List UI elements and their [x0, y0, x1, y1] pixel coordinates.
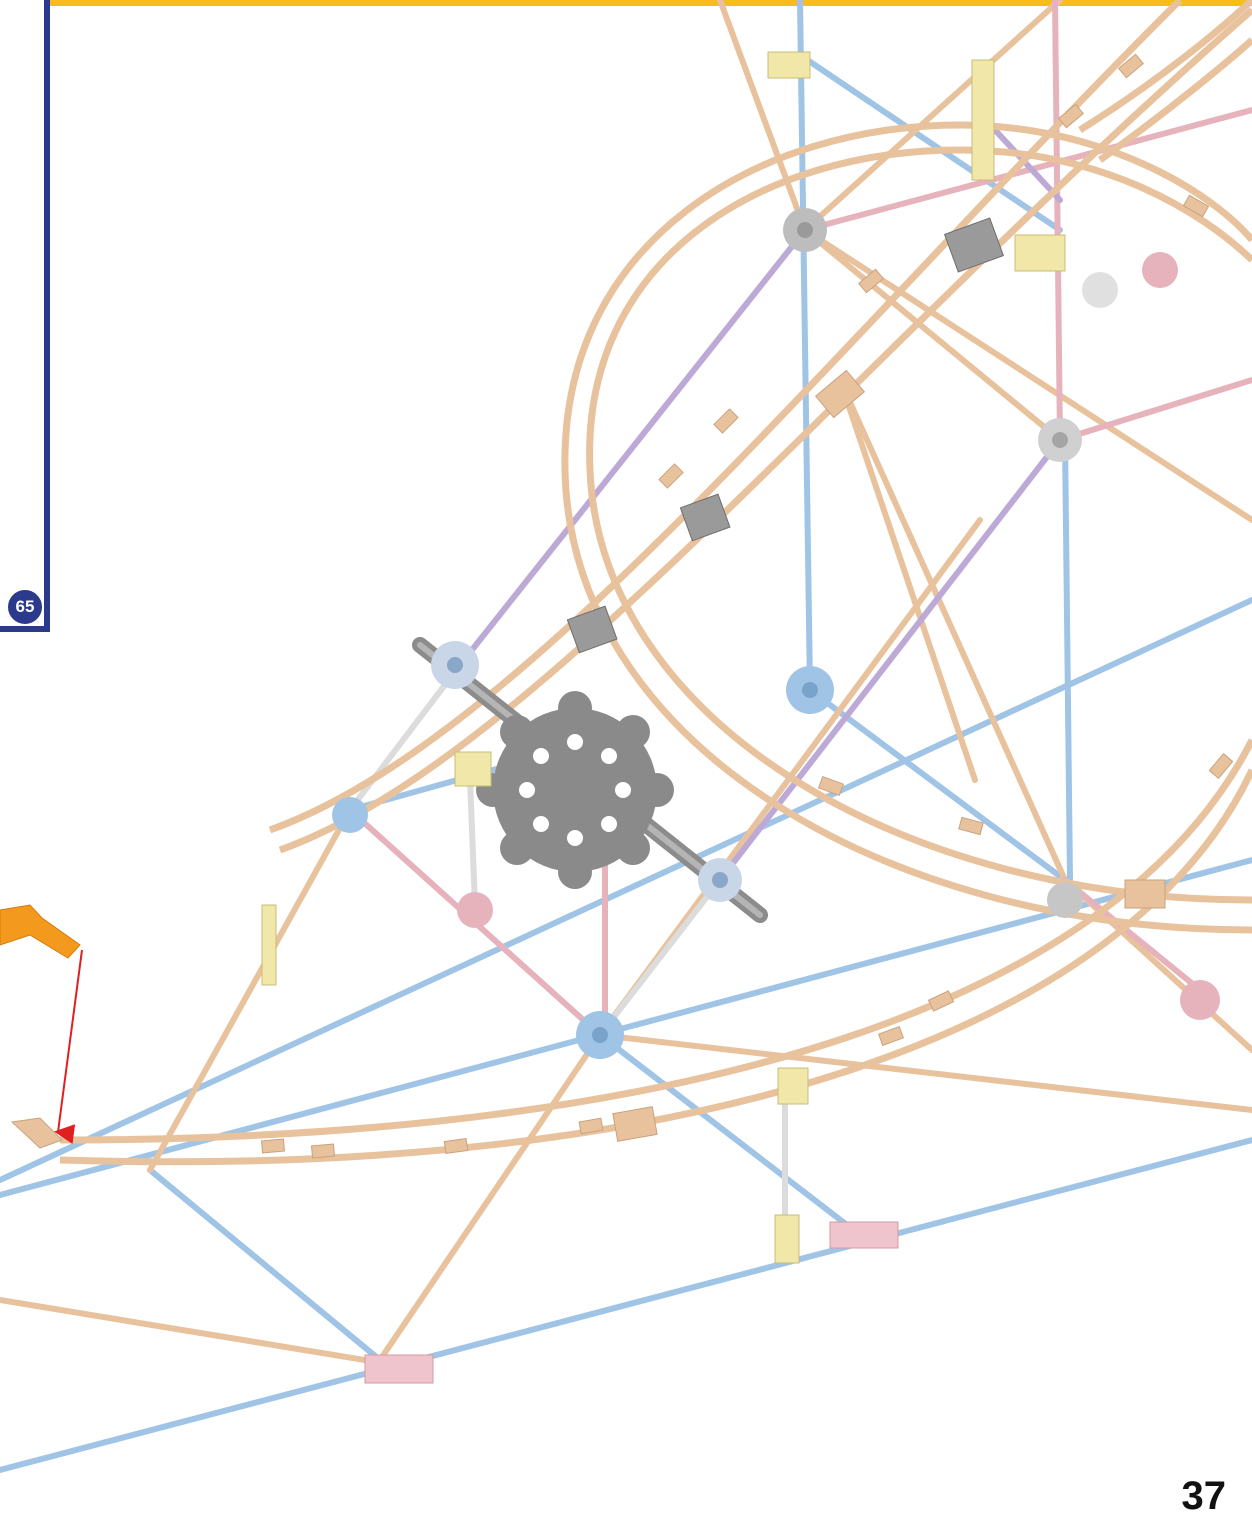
header-accent-bar — [0, 0, 1252, 6]
page-number: 37 — [1181, 1474, 1227, 1518]
sidebar-panel-inner — [0, 0, 44, 626]
pink-base-connectors — [364, 1221, 899, 1384]
arrow-down-icon — [54, 949, 83, 1145]
yellow-clips — [261, 51, 1066, 1264]
step-number-badge: 65 — [6, 588, 44, 626]
snowflake-connector-icon — [332, 208, 1220, 1059]
gear-icon — [476, 691, 674, 889]
orange-track-end — [0, 904, 81, 959]
gray-blocks — [566, 217, 1005, 654]
track-loop — [59, 121, 1252, 1166]
track-ties — [260, 53, 1234, 1159]
track-end-piece — [10, 1117, 63, 1149]
sidebar-panel — [0, 0, 50, 632]
